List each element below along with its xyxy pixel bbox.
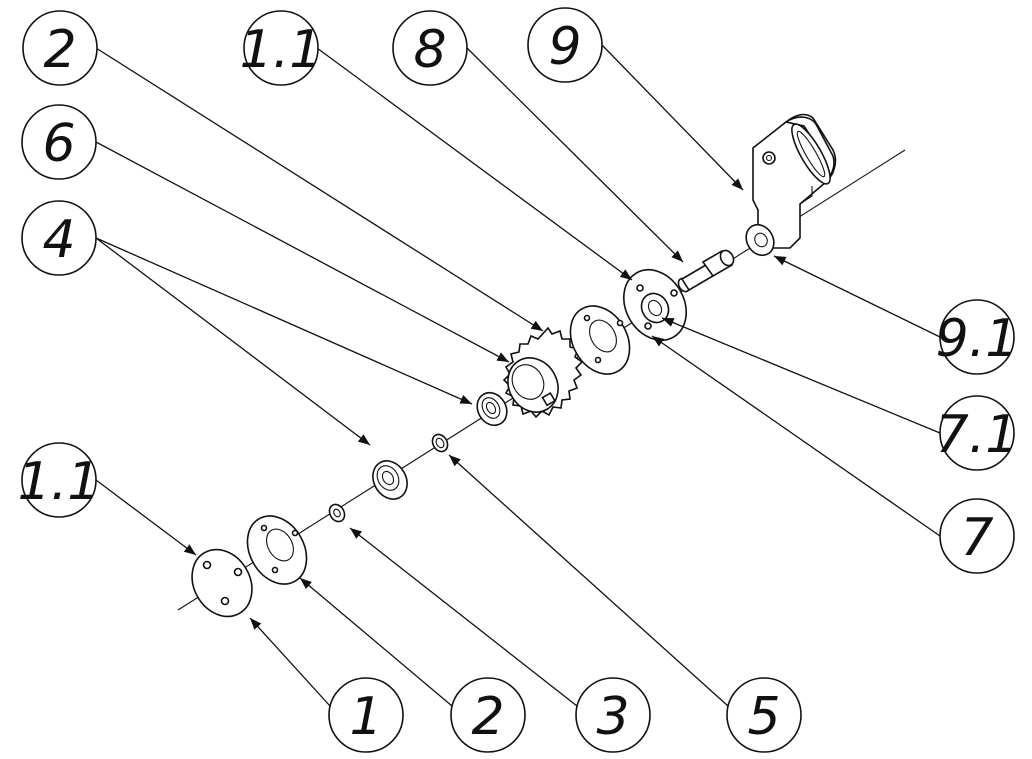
callout-bottom-3: 3	[575, 677, 651, 753]
callout-label: 6	[42, 114, 75, 174]
callout-left-4: 4	[21, 200, 97, 276]
callout-label: 1	[349, 687, 382, 747]
callout-bottom-5: 5	[726, 677, 802, 753]
part-2-flange-plate-upper	[569, 305, 631, 375]
callout-right-9-1: 9.1	[936, 299, 1019, 375]
callout-label: 1.1	[240, 20, 323, 80]
callout-label: 8	[413, 20, 446, 80]
callout-label: 4	[42, 210, 75, 270]
part-3-bushing	[328, 503, 346, 523]
callout-bottom-1: 1	[328, 677, 404, 753]
part-6-sprocket	[502, 326, 584, 419]
part-4-bearing-upper	[476, 391, 508, 427]
callout-label: 9	[548, 17, 581, 77]
callout-label: 2	[471, 687, 504, 747]
callout-label: 9.1	[936, 309, 1019, 369]
part-4-bearing-lower	[372, 460, 408, 500]
part-9-lever	[752, 113, 837, 249]
callout-bottom-2: 2	[450, 677, 526, 753]
callout-label: 3	[596, 687, 629, 747]
callout-label: 1.1	[18, 452, 101, 512]
callout-top-2: 2	[22, 10, 98, 86]
callout-label: 5	[747, 687, 780, 747]
callout-top-8: 8	[392, 10, 468, 86]
callout-label: 7.1	[936, 405, 1019, 465]
callout-top-9: 9	[527, 7, 603, 83]
callout-left-6: 6	[21, 104, 97, 180]
callout-right-7: 7	[939, 498, 1015, 574]
part-5-ring	[431, 433, 449, 453]
part-9-1-washer	[745, 223, 775, 257]
callout-right-7-1: 7.1	[936, 395, 1019, 471]
part-2-flange-plate	[246, 515, 308, 585]
callout-label: 7	[960, 508, 993, 568]
part-1-end-cap	[191, 548, 253, 618]
callout-label: 2	[43, 20, 76, 80]
leader-lines	[95, 44, 941, 707]
part-8-bolt	[677, 249, 735, 293]
callout-left-1-1: 1.1	[18, 442, 101, 518]
callout-top-1-1: 1.1	[240, 10, 323, 86]
